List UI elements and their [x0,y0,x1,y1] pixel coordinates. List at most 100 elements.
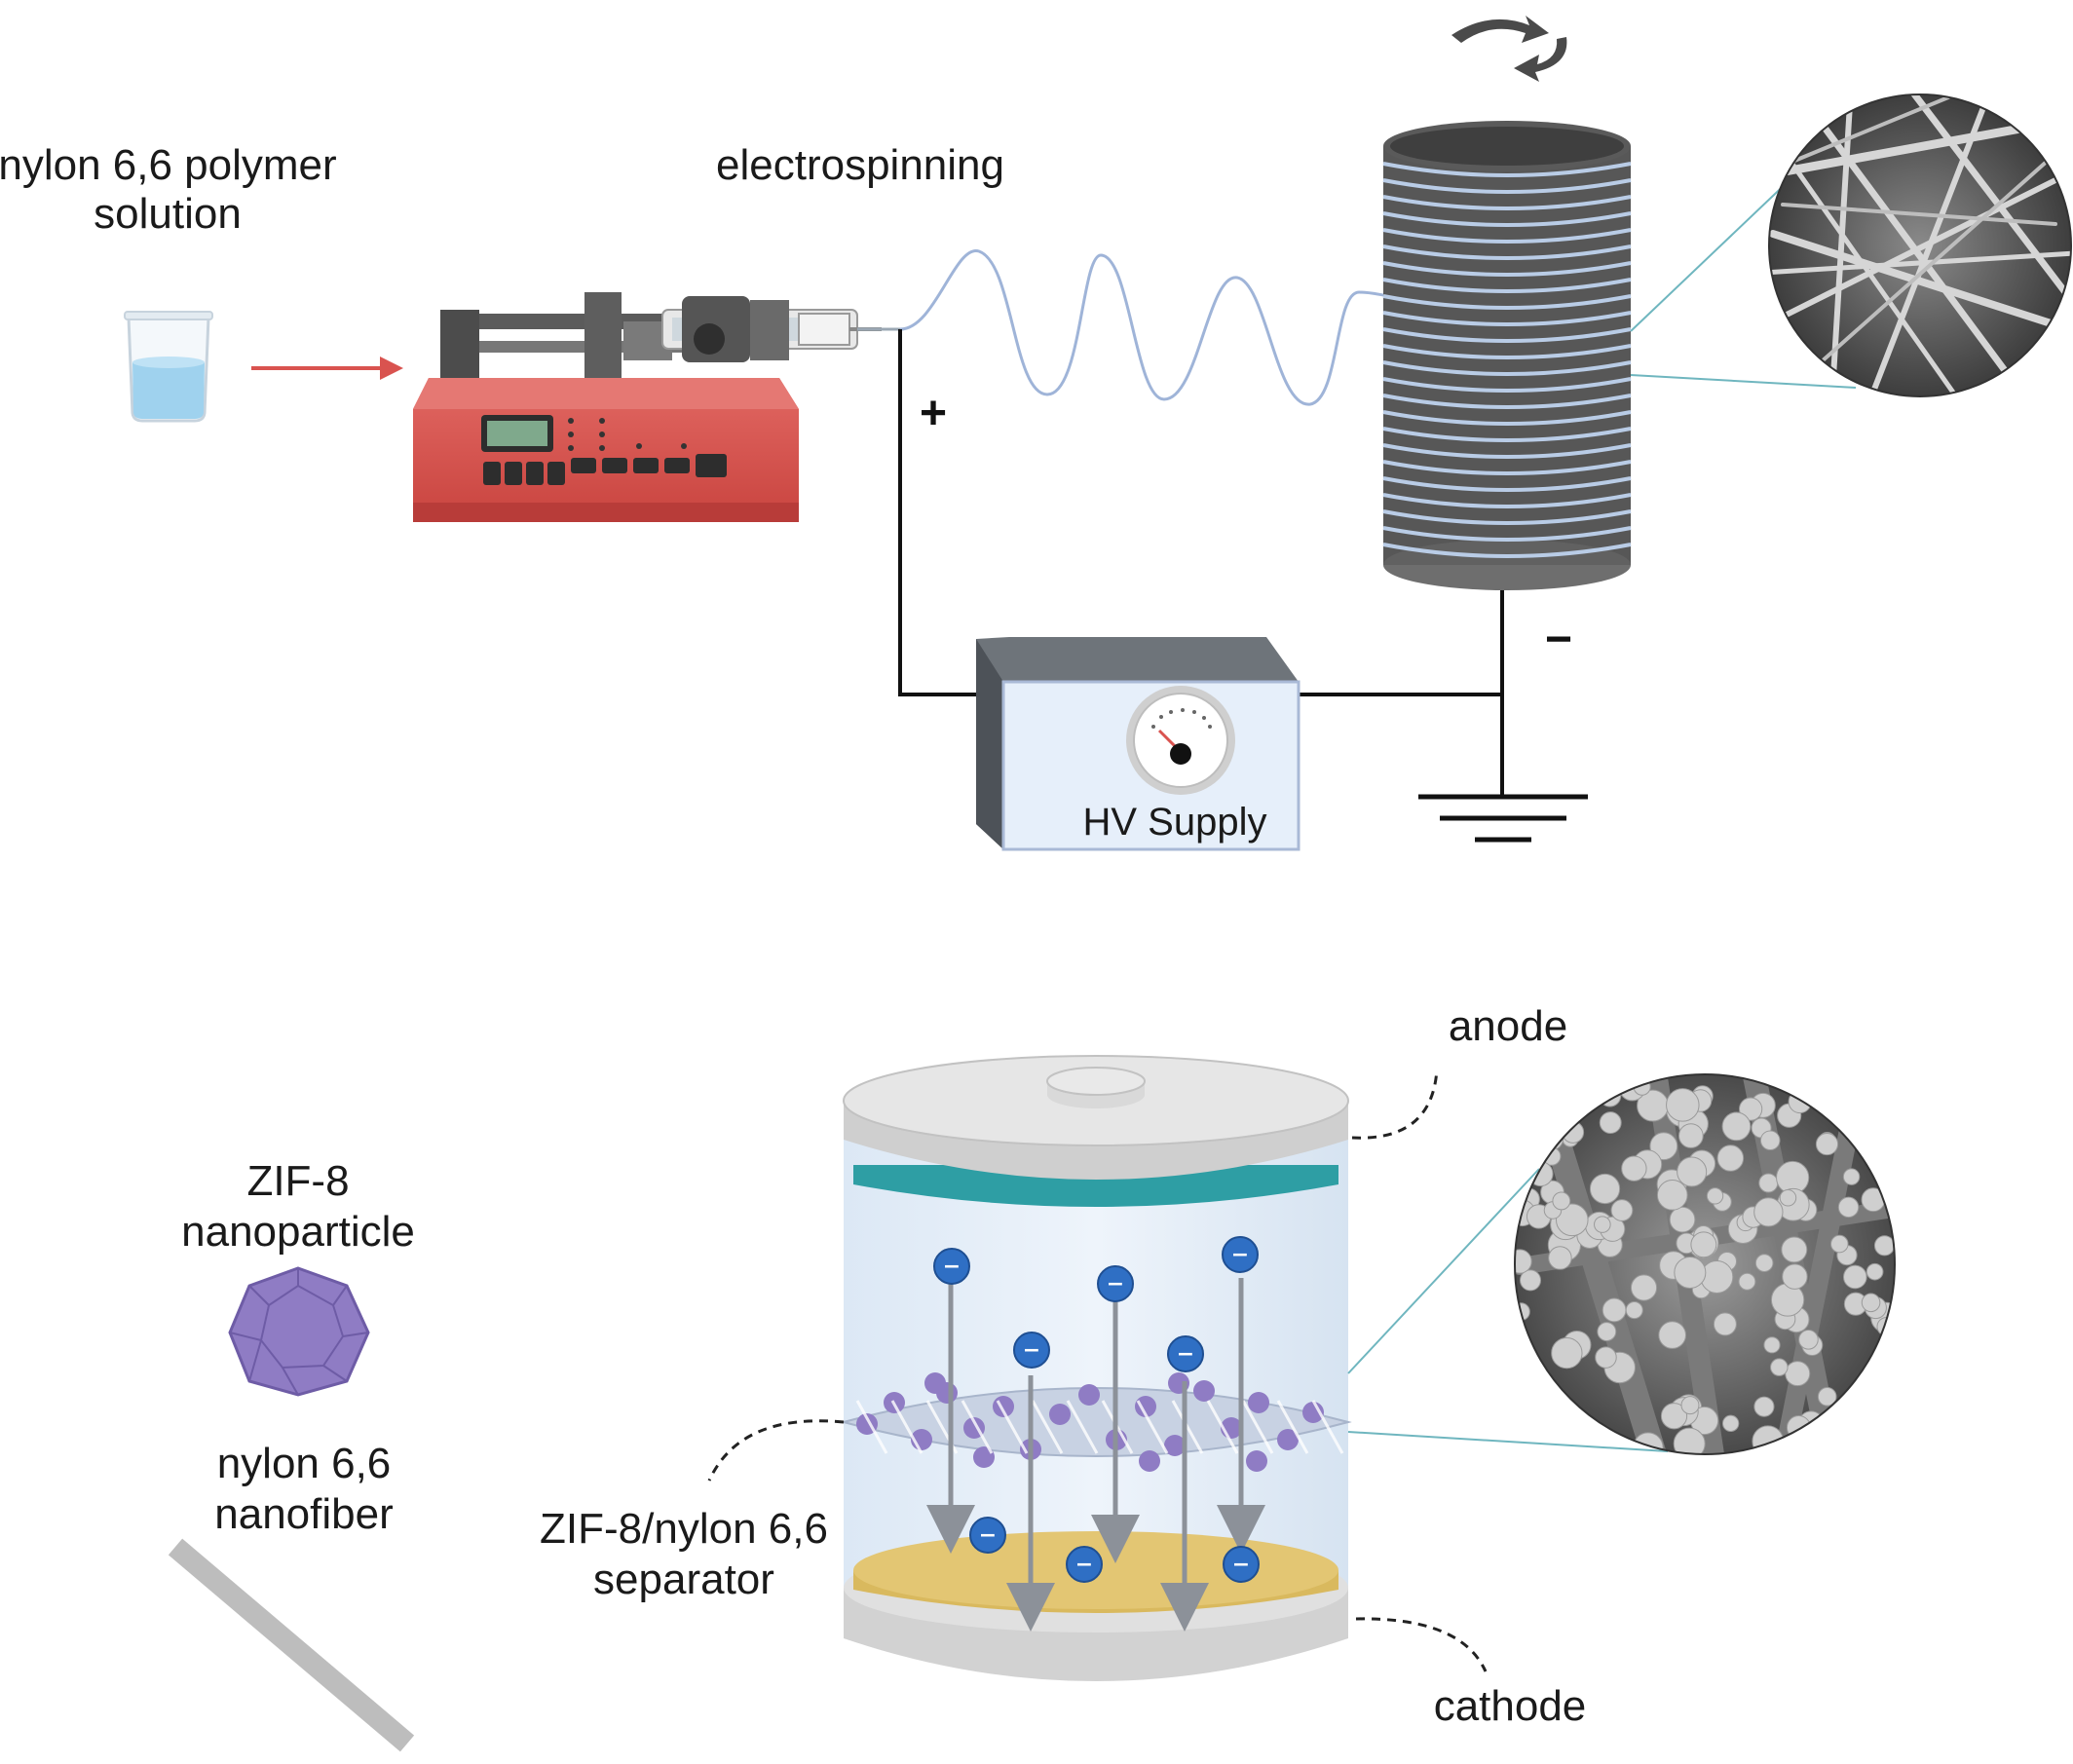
sem-bead [1738,1272,1756,1291]
sem-bead [1779,1189,1797,1207]
sem-bead [1713,1312,1737,1336]
fiber-winding [1382,244,1632,260]
separator-fiber [1136,1400,1169,1454]
sem-bead [1788,1089,1812,1114]
sem-bead [1721,1111,1752,1142]
separator-fiber [996,1400,1029,1454]
zif8-label-line2: nanoparticle [181,1208,415,1256]
nanofiber-icon [168,1538,415,1752]
sem-bead [1649,1132,1678,1161]
lithium-ions: − − − − − − − − [933,1236,1260,1583]
electrospinning-label: electrospinning [716,141,1004,189]
sem-bead [1562,1120,1585,1144]
anode-label: anode [1449,1002,1567,1050]
separator-label-line2: separator [593,1556,774,1603]
ion-sign: − [1232,1553,1250,1577]
ion-sign: − [1075,1553,1093,1577]
zif8-particle [1193,1380,1215,1402]
sem-bead [1552,1191,1571,1211]
sem-bead [1612,1074,1638,1089]
sem-bead [1535,1396,1563,1424]
hv-supply-label: HV Supply [1083,801,1267,844]
fiber-winding [1382,344,1632,359]
sem-bead [1658,1321,1686,1349]
sem-bead [1660,1403,1688,1430]
fiber-winding [1382,377,1632,393]
sem-bead [1759,1130,1781,1151]
fiber-winding [1382,278,1632,293]
sem-bead [1594,1216,1611,1233]
sem-bead [1565,1074,1598,1094]
fiber-winding [1382,294,1632,310]
sem-bead [1527,1161,1554,1187]
sem-bead [1550,1404,1579,1433]
sem-bead [1515,1351,1535,1376]
zif8-particle [1049,1404,1071,1425]
separator-fiber [1206,1400,1239,1454]
sem-bead [1763,1336,1781,1354]
sem-bead [1758,1173,1779,1193]
ion-sign: − [979,1523,997,1548]
polymer-solution-label-line1: nylon 6,6 polymer [0,141,337,189]
sem-bead [1540,1092,1561,1112]
ion-sign: − [1177,1342,1194,1367]
fiber-winding [1382,162,1632,177]
fiber-winding [1382,526,1632,542]
ion-sign: − [1231,1243,1249,1267]
ion: − [969,1517,1006,1554]
sem-bead [1677,1123,1704,1148]
sem-bead [1721,1414,1740,1432]
separator-fiber [1031,1400,1064,1454]
separator-label-line1: ZIF-8/nylon 6,6 [540,1505,828,1553]
sem-bead [1861,1293,1881,1313]
sem-bead [1555,1203,1589,1237]
sem-bead [1589,1173,1621,1205]
fiber-winding [1382,543,1632,558]
sem-bead [1815,1132,1839,1156]
sem-bead [1515,1249,1532,1274]
positive-terminal-label: + [920,388,947,439]
ion-sign: − [1023,1338,1040,1363]
separator-fiber [855,1400,888,1454]
negative-terminal-label: − [1545,614,1572,665]
sem-bead [1690,1231,1717,1258]
cathode-label: cathode [1434,1682,1587,1730]
zif8-particle [1246,1450,1267,1472]
battery-cell [840,1055,1352,1681]
anode-leader [1351,1069,1439,1140]
fiber-jet [899,249,1394,406]
separator-fiber [890,1400,923,1454]
sem-bead [1862,1412,1895,1445]
sem-bead [1872,1383,1895,1414]
hv-supply: HV Supply [976,637,1300,851]
sem-bead [1610,1199,1634,1221]
sem-bead [1716,1145,1745,1172]
ion-sign: − [943,1255,961,1279]
zif8-label-line1: ZIF-8 [246,1157,349,1205]
ion-sign: − [1107,1272,1124,1296]
sem-bead [1669,1206,1696,1233]
zif8-particle [924,1372,946,1394]
ion: − [1013,1332,1050,1369]
separator-fiber [1066,1400,1099,1454]
sem-bead [1597,1322,1617,1341]
sem-bead [1873,1235,1895,1257]
fiber-winding [1382,394,1632,409]
ion-transport-arrows [926,1278,1265,1632]
separator-zif8-particles [855,1372,1344,1472]
sem-bead [1595,1346,1617,1369]
zif8-particle [1248,1392,1269,1413]
sem-bead [1836,1424,1860,1448]
sem-bead [1602,1297,1627,1323]
zif8-particle [1139,1450,1160,1472]
zif8-particle [1078,1384,1100,1406]
fiber-winding [1382,509,1632,525]
fiber-winding [1382,311,1632,326]
sem-bead [1551,1336,1583,1370]
sem-bead [1656,1179,1688,1211]
circuit-wires [898,329,1504,797]
beaker-icon [124,311,213,423]
sem-bead [1840,1104,1866,1129]
rotation-arrows-icon [1451,16,1567,82]
ion: − [1097,1265,1134,1302]
